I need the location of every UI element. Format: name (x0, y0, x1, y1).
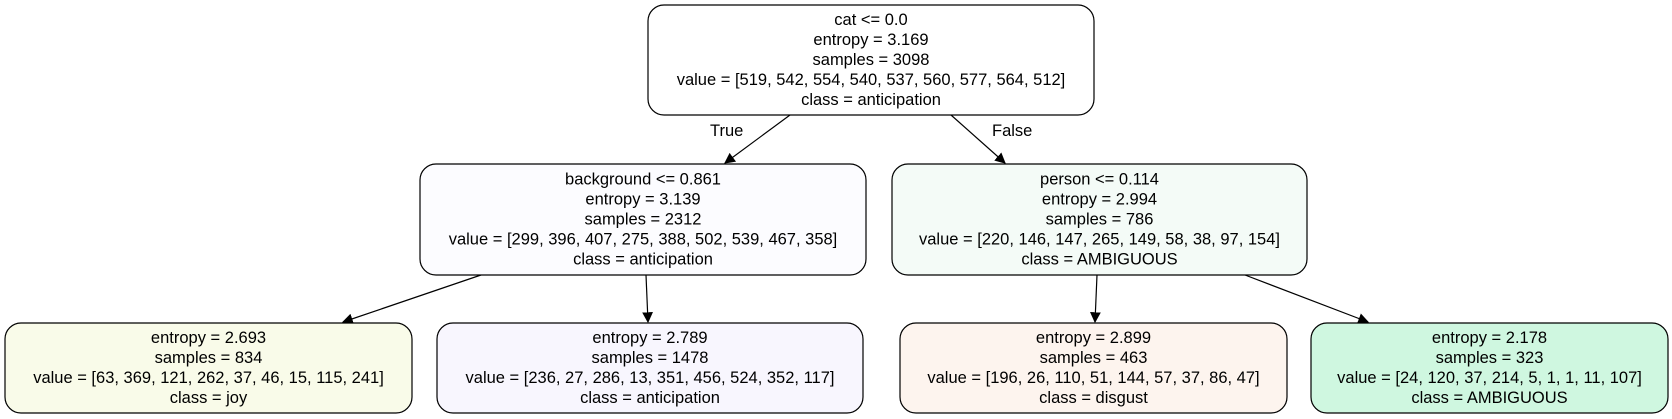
node-text-line: value = [519, 542, 554, 540, 537, 560, 5… (677, 71, 1066, 89)
edge-left-to-left-right (642, 274, 653, 324)
edge-left-to-left-left (341, 274, 482, 324)
node-box (1310, 322, 1669, 414)
edge-root-to-left (724, 114, 791, 164)
node-box (4, 322, 413, 414)
node-box (891, 163, 1308, 276)
node-text-line: entropy = 2.789 (592, 329, 707, 347)
node-text-line: class = AMBIGUOUS (1411, 389, 1567, 407)
node-text-line: class = anticipation (573, 251, 713, 269)
node-box (647, 4, 1095, 116)
node-text-line: samples = 2312 (585, 211, 702, 229)
tree-node-right-right[interactable]: entropy = 2.178 samples = 323 value = [24,… (1310, 322, 1669, 414)
node-box (436, 322, 864, 414)
edge-right-to-right-right (1244, 274, 1370, 324)
edge-label-true: True (710, 122, 743, 140)
node-text-line: value = [220, 146, 147, 265, 149, 58, 38… (919, 231, 1280, 249)
node-text-line: entropy = 3.169 (813, 31, 928, 49)
node-text-line: person <= 0.114 (1040, 171, 1159, 189)
node-box (899, 322, 1288, 414)
node-text-line: background <= 0.861 (565, 171, 721, 189)
node-text-line: value = [236, 27, 286, 13, 351, 456, 524… (466, 369, 835, 387)
node-text-line: samples = 786 (1046, 211, 1154, 229)
node-text-line: class = joy (170, 389, 248, 407)
tree-node-left-right[interactable]: entropy = 2.789 samples = 1478 value = [23… (436, 322, 864, 414)
node-text-line: samples = 3098 (813, 51, 930, 69)
tree-node-left[interactable]: background <= 0.861 entropy = 3.139 sample… (419, 163, 867, 276)
node-text-line: value = [196, 26, 110, 51, 144, 57, 37, … (927, 369, 1259, 387)
node-text-line: class = disgust (1039, 389, 1148, 407)
edge-root-to-right (950, 114, 1006, 164)
edge-right-to-right-left (1090, 274, 1101, 324)
node-text-line: entropy = 2.178 (1432, 329, 1547, 347)
node-text-line: cat <= 0.0 (834, 11, 907, 29)
node-box (419, 163, 867, 276)
node-text-line: samples = 323 (1436, 349, 1544, 367)
node-text-line: class = anticipation (580, 389, 720, 407)
node-text-line: class = anticipation (801, 91, 941, 109)
node-text-line: entropy = 2.693 (151, 329, 266, 347)
node-text-line: entropy = 2.994 (1042, 191, 1157, 209)
node-text-line: samples = 834 (155, 349, 263, 367)
node-text-line: entropy = 2.899 (1036, 329, 1151, 347)
edge-label-false: False (992, 122, 1032, 140)
tree-node-right-left[interactable]: entropy = 2.899 samples = 463 value = [196… (899, 322, 1288, 414)
tree-node-root[interactable]: cat <= 0.0 entropy = 3.169 samples = 3098 v… (647, 4, 1095, 116)
node-text-line: samples = 1478 (592, 349, 709, 367)
node-text-line: value = [63, 369, 121, 262, 37, 46, 15, … (33, 369, 384, 387)
edges-layer: True False (341, 114, 1370, 324)
node-text-line: entropy = 3.139 (585, 191, 700, 209)
tree-node-left-left[interactable]: entropy = 2.693 samples = 834 value = [63,… (4, 322, 413, 414)
node-text-line: samples = 463 (1040, 349, 1148, 367)
nodes-layer: cat <= 0.0 entropy = 3.169 samples = 3098 v… (4, 4, 1669, 414)
node-text-line: class = AMBIGUOUS (1021, 251, 1177, 269)
node-text-line: value = [299, 396, 407, 275, 388, 502, 5… (449, 231, 838, 249)
tree-node-right[interactable]: person <= 0.114 entropy = 2.994 samples = … (891, 163, 1308, 276)
node-text-line: value = [24, 120, 37, 214, 5, 1, 1, 11, … (1337, 369, 1642, 387)
